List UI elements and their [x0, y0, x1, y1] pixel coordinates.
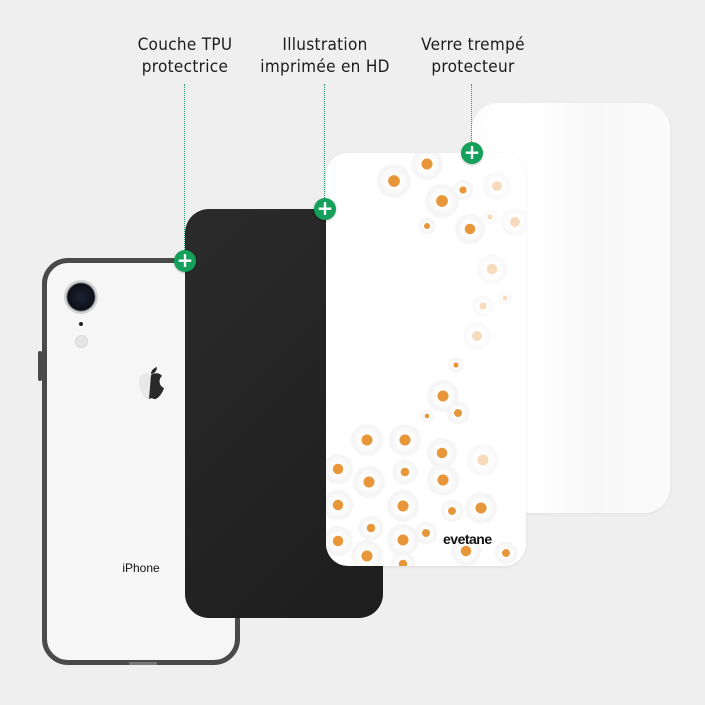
plus-icon[interactable]: +	[314, 198, 336, 220]
label-line: Illustration	[282, 35, 368, 55]
daisy-icon	[376, 163, 412, 199]
label-line: Verre trempé	[421, 35, 525, 55]
daisy-icon	[388, 423, 422, 457]
guide-line-glass	[471, 84, 472, 144]
daisy-icon	[350, 423, 384, 457]
daisy-icon	[350, 539, 384, 566]
daisy-icon	[482, 209, 498, 225]
daisy-icon	[326, 489, 354, 521]
daisy-icon	[494, 541, 518, 565]
bottom-edge	[129, 662, 157, 665]
daisy-icon	[448, 357, 464, 373]
daisy-icon	[452, 179, 474, 201]
camera-lens-icon	[64, 280, 98, 314]
daisy-icon	[352, 465, 386, 499]
daisy-icon	[498, 291, 512, 305]
iphone-wordmark: iPhone	[122, 561, 160, 575]
daisy-icon	[390, 551, 416, 566]
illustration-layer: evetane	[326, 153, 526, 566]
daisy-icon	[420, 409, 434, 423]
daisy-icon	[326, 525, 354, 557]
plus-icon[interactable]: +	[461, 142, 483, 164]
flash-icon	[75, 335, 88, 348]
daisy-icon	[482, 171, 512, 201]
daisy-icon	[472, 295, 494, 317]
guide-line-tpu	[184, 84, 185, 250]
daisy-icon	[446, 401, 470, 425]
label-glass-layer: Verre trempé protecteur	[408, 34, 538, 78]
daisy-icon	[440, 499, 464, 523]
daisy-icon	[326, 453, 354, 485]
daisy-icon	[358, 515, 384, 541]
side-button	[38, 351, 42, 381]
label-tpu-layer: Couche TPU protectrice	[124, 34, 246, 78]
microphone-dot	[79, 322, 83, 326]
daisy-icon	[454, 213, 486, 245]
daisy-icon	[410, 153, 444, 181]
daisy-icon	[464, 491, 498, 525]
label-line: protectrice	[141, 57, 229, 77]
daisy-icon	[466, 443, 500, 477]
apple-logo-icon	[139, 367, 164, 400]
label-illustration-layer: Illustration imprimée en HD	[248, 34, 402, 78]
daisy-icon	[476, 253, 508, 285]
daisy-icon	[426, 463, 460, 497]
guide-line-illustration	[324, 84, 325, 200]
daisy-icon	[392, 459, 418, 485]
label-line: imprimée en HD	[260, 57, 390, 77]
daisy-icon	[462, 321, 492, 351]
label-line: protecteur	[431, 57, 515, 77]
brand-logo: evetane	[443, 531, 492, 547]
daisy-icon	[418, 217, 436, 235]
label-line: Couche TPU	[137, 35, 233, 55]
daisy-icon	[500, 207, 526, 237]
plus-icon[interactable]: +	[174, 250, 196, 272]
daisy-icon	[386, 489, 420, 523]
daisy-icon	[450, 535, 482, 566]
